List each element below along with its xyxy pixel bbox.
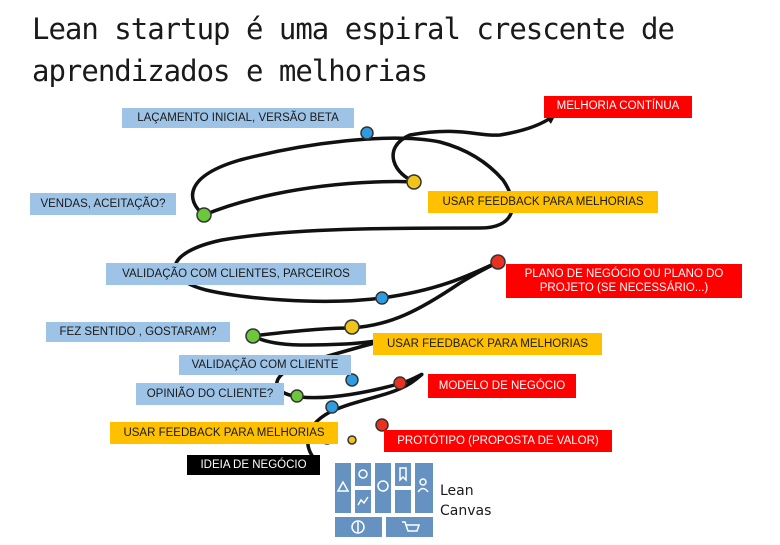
dollar-icon [351, 520, 365, 534]
milestone-dot-modelo [393, 376, 407, 390]
label-lancamento-inicial: LAÇAMENTO INICIAL, VERSÃO BETA [122, 108, 354, 128]
milestone-dot-validacao-cliente [345, 373, 359, 387]
title-line-2: aprendizados e melhorias [32, 54, 428, 88]
users-icon [417, 478, 429, 493]
title-line-1: Lean startup é uma espiral crescente de [32, 12, 675, 46]
label-feedback-top: USAR FEEDBACK PARA MELHORIAS [428, 191, 658, 213]
milestone-dot-validacao-parceiros [375, 291, 389, 305]
milestone-dot-opiniao [290, 389, 304, 403]
lean-canvas-label: Lean Canvas [440, 481, 491, 521]
label-prototipo: PROTÓTIPO (PROPOSTA DE VALOR) [384, 430, 612, 452]
label-feedback-bottom: USAR FEEDBACK PARA MELHORIAS [110, 422, 338, 444]
cycle-icon [377, 480, 389, 492]
lean-canvas-grid [332, 460, 436, 540]
label-modelo-negocio: MODELO DE NEGÓCIO [428, 374, 576, 398]
chart-icon [357, 496, 369, 506]
milestone-dot-feedback-middle [344, 319, 360, 335]
milestone-dot-small-2 [347, 435, 357, 445]
warning-icon [336, 480, 350, 492]
label-vendas-aceitacao: VENDAS, ACEITAÇÃO? [30, 193, 176, 215]
label-feedback-middle: USAR FEEDBACK PARA MELHORIAS [373, 333, 602, 355]
label-validacao-clientes-parceiros: VALIDAÇÃO COM CLIENTES, PARCEIROS [106, 263, 366, 285]
milestone-dot-fez-sentido [245, 328, 261, 344]
cart-icon [402, 521, 421, 532]
label-validacao-cliente: VALIDAÇÃO COM CLIENTE [179, 355, 351, 375]
milestone-dot-beta [360, 126, 374, 140]
label-plano-negocio-line-1: PLANO DE NEGÓCIO OU PLANO DO [524, 268, 724, 280]
lean-canvas-line-1: Lean [440, 483, 474, 499]
diagram-title: Lean startup é uma espiral crescente de … [32, 8, 732, 92]
bookmark-icon [399, 467, 407, 482]
lean-canvas-graphic [332, 460, 436, 540]
spiral-path-loop-4 [173, 136, 515, 304]
gear-icon [358, 469, 368, 479]
milestone-dot-plano [490, 254, 506, 270]
milestone-dot-vendas [196, 207, 212, 223]
milestone-dot-small-1 [325, 400, 339, 414]
spiral-path-loop-2 [251, 334, 404, 400]
label-ideia-negocio: IDEIA DE NEGÓCIO [187, 455, 320, 475]
label-fez-sentido: FEZ SENTIDO , GOSTARAM? [46, 322, 230, 342]
milestone-dot-prototipo [375, 418, 389, 432]
label-opiniao-cliente: OPINIÃO DO CLIENTE? [136, 383, 284, 405]
label-melhoria-continua: MELHORIA CONTÍNUA [544, 96, 692, 118]
milestone-dot-feedback-top [406, 174, 422, 190]
label-plano-negocio: PLANO DE NEGÓCIO OU PLANO DO PROJETO (SE… [506, 264, 742, 298]
label-plano-negocio-line-2: PROJETO (SE NECESSÁRIO...) [539, 282, 709, 294]
lean-canvas-line-2: Canvas [440, 503, 492, 519]
spiral-path-loop-5 [202, 114, 557, 217]
